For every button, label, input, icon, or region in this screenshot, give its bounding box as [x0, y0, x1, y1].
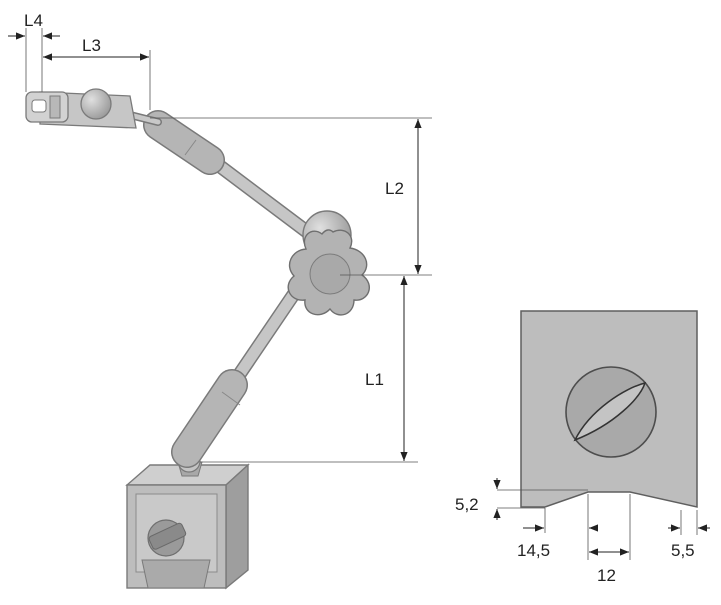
- label-width-c: 5,5: [671, 541, 695, 560]
- label-width-a: 14,5: [517, 541, 550, 560]
- dimension-width-a: 14,5: [517, 524, 598, 560]
- upper-arm-sleeve: [143, 110, 225, 175]
- switch-knob-icon: [147, 519, 187, 557]
- upper-arm: [143, 110, 325, 247]
- extension-lines: [25, 28, 432, 463]
- screw-icon: [565, 366, 657, 458]
- label-width-b: 12: [597, 566, 616, 585]
- lower-arm-sleeve: [171, 369, 248, 468]
- dimension-height: 5,2: [455, 478, 501, 520]
- lower-arm: [171, 278, 307, 468]
- dimension-l2: L2: [385, 119, 422, 274]
- base-detail: 5,2 14,5 12 5,5: [455, 310, 710, 585]
- dimension-l1: L1: [365, 276, 408, 461]
- dimension-l3: L3: [43, 36, 149, 61]
- dimension-l4: L4: [8, 11, 60, 40]
- indicator-holder: [25, 88, 162, 129]
- magnetic-base: [125, 449, 250, 590]
- label-height: 5,2: [455, 495, 479, 514]
- label-l1: L1: [365, 370, 384, 389]
- dimension-width-b: 12: [589, 548, 629, 585]
- dimension-width-c: 5,5: [668, 524, 710, 560]
- label-l4: L4: [24, 11, 43, 30]
- label-l2: L2: [385, 179, 404, 198]
- center-joint: [287, 210, 371, 316]
- label-l3: L3: [82, 36, 101, 55]
- star-knob-icon: [287, 229, 371, 316]
